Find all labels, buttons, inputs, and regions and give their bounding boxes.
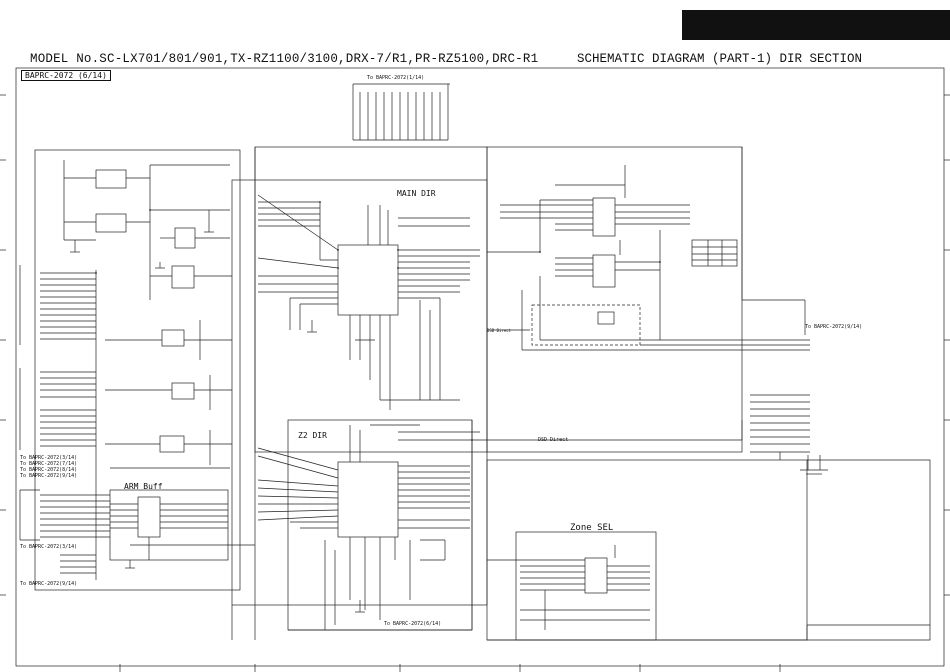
zone-sel-frame — [515, 531, 657, 641]
left-upper-frame — [34, 149, 241, 591]
drawing-frame — [15, 67, 945, 667]
dashed-region — [531, 304, 641, 346]
buffer-ic-2 — [161, 329, 185, 347]
small-table — [691, 239, 738, 267]
buffer-ic-1 — [171, 265, 195, 289]
header-black-bar — [682, 10, 950, 40]
dsd-direct-label: DSD Direct — [538, 437, 569, 443]
connector-bottom: To BAPRC-2072(6/14) — [384, 621, 442, 627]
connector-left-1: To BAPRC-2072(3/14) — [20, 455, 78, 461]
sheet-reference: BAPRC-2072 (6/14) — [21, 70, 111, 81]
osc-ic — [174, 227, 196, 249]
right-lower-frame — [486, 459, 808, 641]
mux-ic-1 — [592, 197, 616, 237]
z2-dir-label: Z2 DIR — [298, 431, 327, 440]
z2-dir-ic — [337, 461, 399, 538]
arm-buff-frame — [109, 489, 229, 561]
dsp-buffer — [597, 311, 615, 325]
dsd-direct-label-2: DSD Direct — [487, 328, 512, 333]
reg-ic-1 — [95, 169, 127, 189]
main-dir-ic — [337, 244, 399, 316]
reg-ic-2 — [95, 213, 127, 233]
arm-buff-ic — [137, 496, 161, 538]
right-dir-frame — [486, 146, 743, 453]
arm-buff-label: ARM Buff — [124, 482, 163, 491]
connector-top: To BAPRC-2072(1/14) — [367, 75, 425, 81]
diagram-part-title: SCHEMATIC DIAGRAM (PART-1) DIR SECTION — [577, 52, 863, 66]
connector-left-3: To BAPRC-2072(8/14) — [20, 467, 78, 473]
mux-ic-2 — [592, 254, 616, 288]
zone-sel-label: Zone SEL — [570, 523, 614, 533]
buffer-ic-3 — [171, 382, 195, 400]
connector-left-4: To BAPRC-2072(9/14) — [20, 473, 78, 479]
connector-left-2: To BAPRC-2072(7/14) — [20, 461, 78, 467]
buffer-ic-4 — [159, 435, 185, 453]
inner-dir-frame — [231, 179, 488, 606]
zone-sel-ic — [584, 557, 608, 594]
connector-right-1: To BAPRC-2072(9/14) — [805, 324, 863, 330]
connector-left-6: To BAPRC-2072(9/14) — [20, 581, 78, 587]
model-title: MODEL No.SC-LX701/801/901,TX-RZ1100/3100… — [30, 52, 539, 66]
connector-left-5: To BAPRC-2072(3/14) — [20, 544, 78, 550]
main-dir-label: MAIN DIR — [397, 189, 436, 198]
